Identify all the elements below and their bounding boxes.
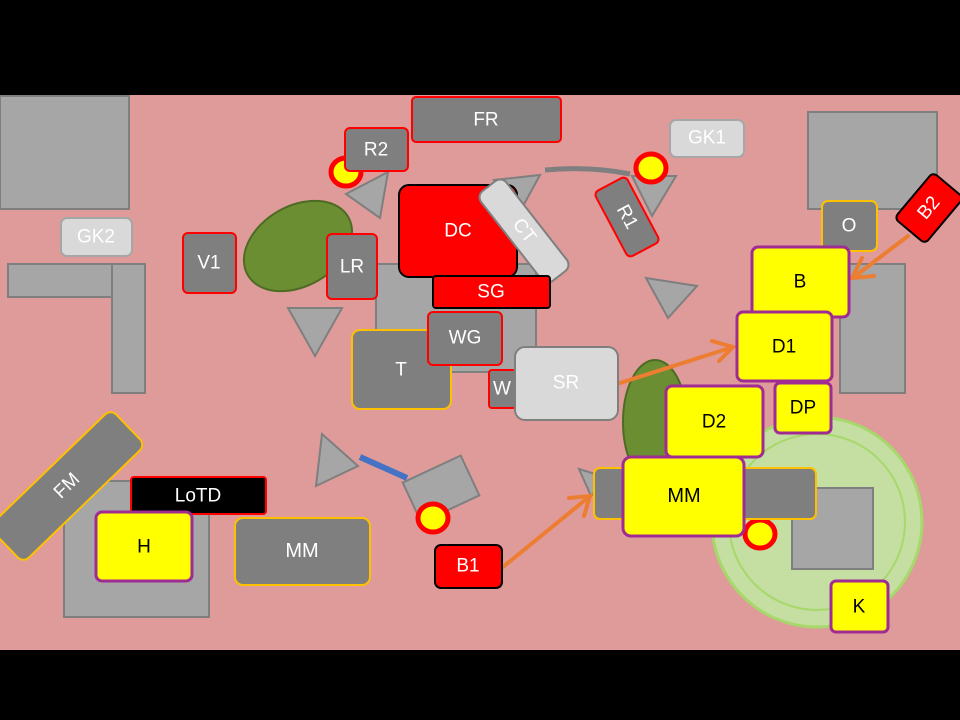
- box-o: O: [821, 200, 878, 252]
- box-sr: SR: [514, 346, 619, 421]
- label-w: W: [493, 379, 511, 400]
- arrows: [501, 234, 910, 569]
- label-mm-right: MM: [667, 485, 700, 507]
- box-b: B: [750, 245, 851, 319]
- blue-link: [358, 454, 409, 481]
- label-b: B: [794, 272, 807, 293]
- arrow-sr-to-d1: [618, 339, 737, 385]
- wall-left-vertical: [111, 263, 146, 394]
- label-dp: DP: [790, 398, 816, 419]
- box-b2: B2: [895, 173, 960, 243]
- label-gk1: GK1: [688, 128, 726, 149]
- box-fr: FR: [411, 96, 562, 143]
- marker-near-r1: [633, 151, 669, 185]
- label-d1: D1: [772, 337, 796, 358]
- olive-ellipse-left: [242, 199, 354, 293]
- label-r2: R2: [364, 140, 388, 161]
- label-o: O: [842, 216, 857, 237]
- label-wg: WG: [449, 328, 482, 349]
- letterbox-top: [0, 0, 960, 95]
- box-r1: R1: [594, 176, 660, 258]
- arrow-b1-to-mm: [501, 493, 593, 569]
- box-d1: D1: [735, 310, 834, 383]
- label-d2: D2: [702, 412, 726, 433]
- label-b1: B1: [456, 556, 479, 577]
- box-t: T: [351, 329, 452, 410]
- box-ct: CT: [478, 178, 570, 284]
- box-wg: WG: [427, 311, 503, 366]
- label-dc: DC: [444, 221, 471, 242]
- box-h: H: [94, 510, 194, 583]
- wall-left-horizontal: [7, 263, 121, 298]
- wall-right-vertical: [839, 263, 906, 394]
- label-k: K: [853, 597, 866, 618]
- box-r2: R2: [344, 127, 409, 172]
- label-v1: V1: [197, 253, 220, 274]
- box-w: W: [488, 369, 517, 409]
- box-fm: FM: [0, 411, 144, 561]
- curved-connector: [544, 166, 631, 177]
- label-lotd: LoTD: [175, 486, 221, 507]
- box-gk1: GK1: [669, 119, 745, 158]
- box-gk2: GK2: [60, 217, 133, 257]
- box-dp: DP: [773, 381, 833, 435]
- label-sg: SG: [477, 282, 504, 303]
- letterbox-bottom: [0, 650, 960, 720]
- marker-lower-center: [415, 501, 451, 535]
- label-lr: LR: [340, 257, 364, 278]
- box-k: K: [829, 579, 890, 634]
- triangle-near-r2: [344, 170, 390, 220]
- box-mm-right: MM: [621, 455, 746, 538]
- box-b1: B1: [434, 544, 503, 589]
- box-lr: LR: [326, 233, 378, 300]
- box-sg: SG: [432, 275, 551, 309]
- box-mm-left: MM: [234, 517, 371, 586]
- wall-top-left: [0, 95, 130, 210]
- label-gk2: GK2: [77, 227, 115, 248]
- triangle-left-mid: [286, 307, 344, 359]
- label-fr: FR: [473, 110, 498, 131]
- label-mm-left: MM: [285, 540, 318, 562]
- box-lotd: LoTD: [130, 476, 267, 515]
- marker-near-mm: [742, 517, 778, 551]
- box-d2: D2: [664, 384, 765, 459]
- triangle-lower-left: [314, 431, 360, 488]
- box-v1: V1: [182, 232, 237, 294]
- triangle-right-mid: [644, 276, 699, 320]
- label-t: T: [395, 360, 407, 381]
- label-sr: SR: [553, 373, 579, 394]
- arrow-b2-to-b: [848, 234, 910, 281]
- label-h: H: [137, 537, 151, 558]
